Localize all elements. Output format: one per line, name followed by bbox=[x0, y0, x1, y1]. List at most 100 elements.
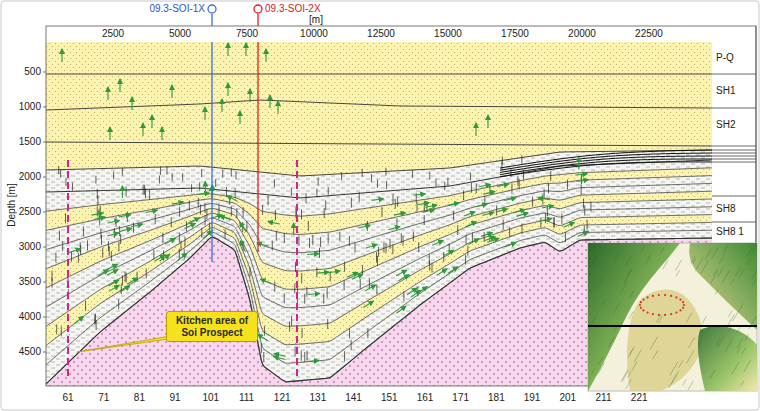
fault-tick bbox=[274, 179, 275, 187]
migration-arrow bbox=[94, 217, 106, 219]
fault-tick bbox=[540, 218, 541, 228]
hachure bbox=[671, 371, 678, 384]
fault-tick bbox=[489, 185, 490, 195]
tick bbox=[43, 247, 46, 248]
fault-tick bbox=[371, 174, 372, 182]
hachure bbox=[621, 369, 628, 381]
hachure bbox=[716, 338, 721, 346]
migration-arrow bbox=[265, 49, 266, 62]
fault-tick bbox=[553, 218, 554, 228]
fault-tick bbox=[376, 284, 377, 294]
fault-tick bbox=[320, 237, 321, 247]
horizon-line bbox=[46, 100, 712, 110]
migration-arrow bbox=[142, 123, 143, 136]
terrain-ridge bbox=[698, 326, 757, 391]
prospect-dot bbox=[646, 311, 648, 313]
fault-tick bbox=[184, 249, 185, 259]
migration-arrow bbox=[61, 49, 62, 62]
column-line bbox=[712, 146, 756, 147]
fault-tick bbox=[378, 247, 379, 257]
fault-tick bbox=[351, 198, 352, 208]
migration-arrow bbox=[108, 280, 118, 286]
fault-tick bbox=[118, 241, 119, 251]
migration-arrow bbox=[505, 243, 516, 247]
fault-tick bbox=[108, 241, 109, 251]
migration-arrow bbox=[538, 198, 550, 200]
fault-tick bbox=[339, 232, 340, 242]
fault-tick bbox=[381, 207, 382, 217]
migration-arrow bbox=[221, 99, 222, 112]
fault-tick bbox=[397, 197, 398, 207]
line-number: 181 bbox=[488, 393, 505, 403]
hachure bbox=[600, 277, 604, 284]
hachure bbox=[608, 337, 614, 348]
fault-tick bbox=[341, 172, 342, 180]
formation-column-lines bbox=[712, 26, 756, 243]
migration-arrow bbox=[496, 209, 508, 212]
hachure bbox=[624, 270, 632, 284]
migration-arrow bbox=[307, 360, 319, 361]
prospect-dot bbox=[682, 301, 684, 303]
hachure bbox=[711, 247, 718, 259]
well-trajectory bbox=[257, 42, 258, 252]
fault-tick bbox=[180, 241, 181, 251]
axis-tick-label: 1000 bbox=[19, 102, 41, 112]
fault-tick bbox=[324, 208, 325, 218]
prospect-dot bbox=[670, 295, 672, 297]
fault-tick bbox=[463, 190, 464, 200]
fault-tick bbox=[186, 221, 187, 231]
migration-arrow bbox=[432, 240, 443, 245]
migration-arrow bbox=[443, 250, 454, 256]
migration-arrow bbox=[497, 184, 509, 186]
hachure bbox=[723, 244, 728, 253]
migration-arrow bbox=[240, 241, 245, 252]
fault-tick bbox=[162, 233, 163, 243]
fault-tick bbox=[249, 267, 250, 277]
hachure bbox=[695, 257, 703, 271]
line-number: 141 bbox=[345, 393, 362, 403]
hachure bbox=[728, 326, 731, 331]
migration-arrow bbox=[365, 285, 376, 291]
hachure bbox=[747, 258, 751, 266]
fault-tick bbox=[470, 173, 471, 181]
fault-tick bbox=[172, 173, 173, 181]
migration-arrow bbox=[308, 294, 320, 295]
migration-arrow bbox=[363, 301, 373, 307]
well-trajectory bbox=[211, 42, 212, 262]
fault-tick bbox=[262, 205, 263, 215]
fault-tick bbox=[145, 188, 146, 198]
fault-tick bbox=[137, 272, 138, 282]
migration-arrow bbox=[239, 111, 240, 124]
migration-arrow bbox=[131, 224, 143, 227]
inset-map bbox=[588, 233, 760, 391]
column-line bbox=[712, 108, 756, 109]
fault-tick bbox=[316, 267, 317, 277]
hachure bbox=[745, 335, 748, 341]
hachure bbox=[591, 256, 598, 268]
fault-tick bbox=[385, 168, 386, 176]
migration-arrow bbox=[425, 205, 437, 207]
fault-tick bbox=[403, 291, 404, 301]
fault-tick bbox=[377, 180, 378, 188]
fault-tick bbox=[182, 173, 183, 181]
fault-tick bbox=[246, 222, 247, 232]
hachure bbox=[656, 314, 661, 322]
migration-arrow bbox=[107, 264, 118, 269]
migration-arrow bbox=[172, 202, 184, 204]
fault-tick bbox=[236, 208, 237, 218]
prospect-dot bbox=[670, 313, 672, 315]
hachure bbox=[675, 260, 681, 271]
migration-arrow bbox=[122, 186, 123, 198]
fault-tick bbox=[424, 201, 425, 211]
fault-tick bbox=[127, 212, 128, 222]
migration-arrow bbox=[396, 306, 406, 313]
prospect-dot bbox=[642, 309, 644, 311]
fault-tick bbox=[198, 198, 199, 208]
hachure bbox=[737, 338, 743, 349]
prospect-dot bbox=[640, 301, 642, 303]
fault-tick bbox=[429, 261, 430, 271]
fault-tick bbox=[583, 199, 584, 209]
fault-tick bbox=[225, 229, 226, 239]
